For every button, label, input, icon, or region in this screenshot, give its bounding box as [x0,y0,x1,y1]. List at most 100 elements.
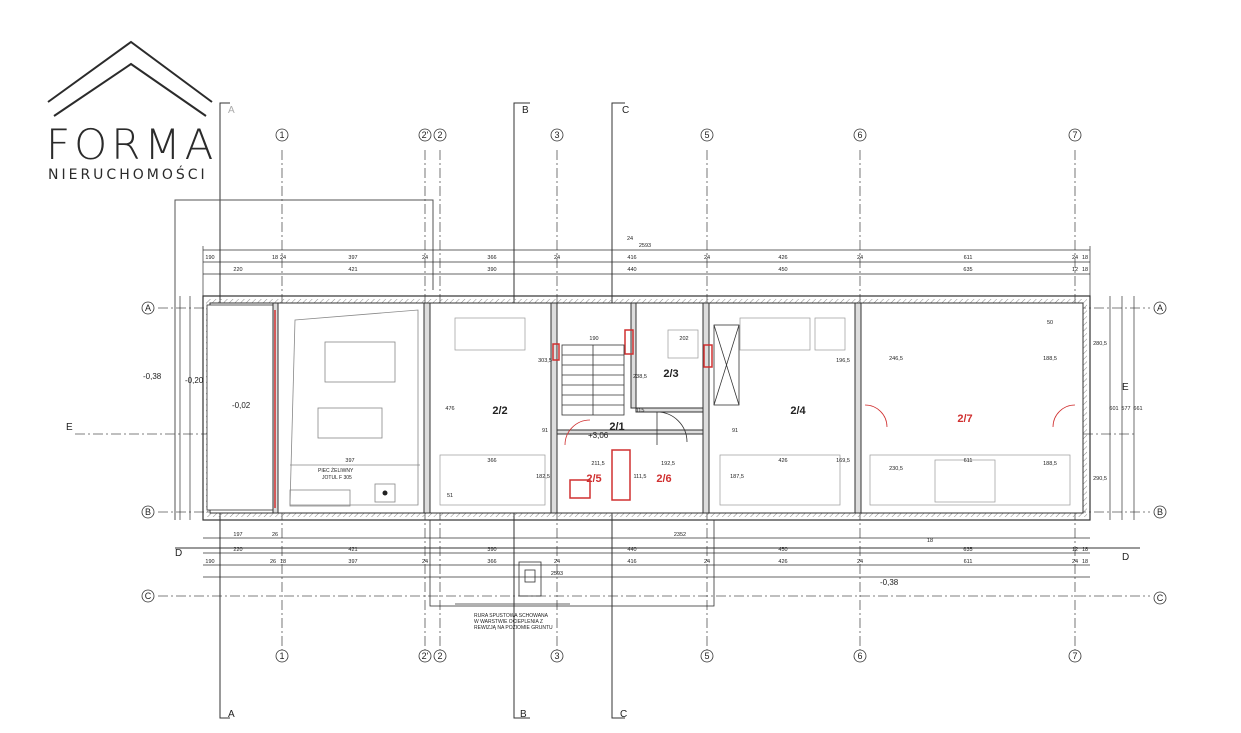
dim-r1-12: 24 [1072,255,1078,261]
dim-in-8: 91 [542,428,548,434]
downspout-pit [429,519,715,607]
section-d-left: D [175,548,182,559]
section-b-top: B [522,105,529,116]
dim-b2-3: 440 [627,547,636,553]
pipe-note-3: REWIZJĄ NA POZIOMIE GRUNTU [474,625,553,631]
red-markings [274,310,713,508]
dim-in-22: 290,5 [1093,476,1107,482]
axis-1-top: 1 [279,130,284,140]
dim-in-29: 661 [1133,406,1142,412]
dim-r1-1: 18 [272,255,278,261]
dim-b2-7: 18 [1082,547,1088,553]
dim-in-26: 50 [1047,320,1053,326]
dim-in-3: 611 [964,458,973,464]
living-area-furniture [289,309,420,507]
axis-3-top: 3 [554,130,559,140]
axis-3-bottom: 3 [554,651,559,661]
dim-in-15: 187,5 [730,474,744,480]
axis-a-right: A [1157,303,1163,313]
level-mark-2: -0,20 [185,376,204,385]
axis-c-left: C [145,591,152,601]
dim-in-20: 230,5 [889,466,903,472]
section-e-right: E [1122,382,1129,393]
dim-b1-3: 18 [927,538,933,544]
dim-b3-13: 18 [1082,559,1088,565]
axis-6-bottom: 6 [857,651,862,661]
dim-r2-5: 635 [963,267,972,273]
dim-b3-0: 190 [205,559,214,565]
dim-in-13: 182,5 [536,474,550,480]
dim-r1-2: 24 [280,255,286,261]
dim-in-17: 169,5 [836,458,850,464]
section-e-left: E [66,422,73,433]
dimension-text-inner: 397 366 426 611 190 202 303,5 238,5 91 9… [345,320,1142,499]
axis-labels: 1 2' 2 3 5 6 7 1 2' 2 3 5 6 7 A B C A B … [145,130,1164,661]
room-2-2: 2/2 [492,405,507,417]
dim-r2-1: 421 [348,267,357,273]
dimension-lines-top [179,246,1135,578]
axis-2-top: 2 [437,130,442,140]
dim-r2-3: 440 [627,267,636,273]
dim-b2-5: 635 [963,547,972,553]
dim-r1-5: 366 [487,255,496,261]
dim-b3-1: 26 [270,559,276,565]
axis-6-top: 6 [857,130,862,140]
dim-in-10: 115 [636,408,645,414]
dim-r2-6: 12 [1072,267,1078,273]
staircase [561,344,625,416]
dim-r1-9: 426 [778,255,787,261]
axis-markers [141,128,1167,663]
room-labels: 2/2 2/1 2/3 2/4 2/5 2/6 2/7 [492,368,972,485]
level-mark-3: -0,02 [232,401,251,410]
level-mark-1: -0,38 [143,372,162,381]
dim-r1-11: 611 [964,255,973,261]
room-2-6: 2/6 [656,473,671,485]
dim-b2-4: 450 [778,547,787,553]
dim-r1-4: 24 [422,255,428,261]
axis-1-bottom: 1 [279,651,284,661]
dim-b2-6: 12 [1072,547,1078,553]
dim-r1-13: 18 [1082,255,1088,261]
section-c-top: C [622,105,629,116]
level-marks: -0,38 -0,20 -0,02 -0,38 +3,06 [143,372,899,587]
axis-2p-bottom: 2' [422,651,429,661]
level-mark-4: -0,38 [880,578,899,587]
dim-b3-2: 18 [280,559,286,565]
dim-in-7: 238,5 [633,374,647,380]
dim-r1-6: 24 [554,255,560,261]
dim-in-23: 280,5 [1093,341,1107,347]
axis-b-right: B [1157,507,1163,517]
dim-r1-10: 24 [857,255,863,261]
dim-b2-0: 220 [233,547,242,553]
dim-in-24: 476 [445,406,454,412]
section-d-right: D [1122,552,1129,563]
logo-roof-icon [47,40,213,117]
dim-in-6: 303,5 [538,358,552,364]
dim-r1-3: 397 [348,255,357,261]
logo-subtitle: NIERUCHOMOŚCI [48,167,208,183]
logo-brand: FORMA [46,120,218,169]
dim-in-4: 190 [589,336,598,342]
dim-in-9: 91 [732,428,738,434]
pipe-note-2: W WARSTWIE OCIEPLENIA Z [474,619,543,625]
dim-in-2: 426 [778,458,787,464]
dim-in-27: 601 [1109,406,1118,412]
dim-b3-10: 24 [857,559,863,565]
dim-r2-2: 390 [487,267,496,273]
dim-in-21: 188,5 [1043,461,1057,467]
room-2-3: 2/3 [663,368,678,380]
dim-in-14: 111,5 [634,474,647,480]
dim-in-5: 202 [679,336,688,342]
dim-b3-12: 24 [1072,559,1078,565]
axis-c-right: C [1157,593,1164,603]
room-2-5: 2/5 [586,473,601,485]
level-mark-5: +3,06 [588,431,609,440]
axis-5-bottom: 5 [704,651,709,661]
room-2-4: 2/4 [790,405,806,417]
dim-b3-5: 366 [487,559,496,565]
room-2-7: 2/7 [957,413,972,425]
dim-bottom-total: 2593 [551,571,563,577]
dim-b3-11: 611 [964,559,973,565]
dim-b3-7: 416 [627,559,636,565]
